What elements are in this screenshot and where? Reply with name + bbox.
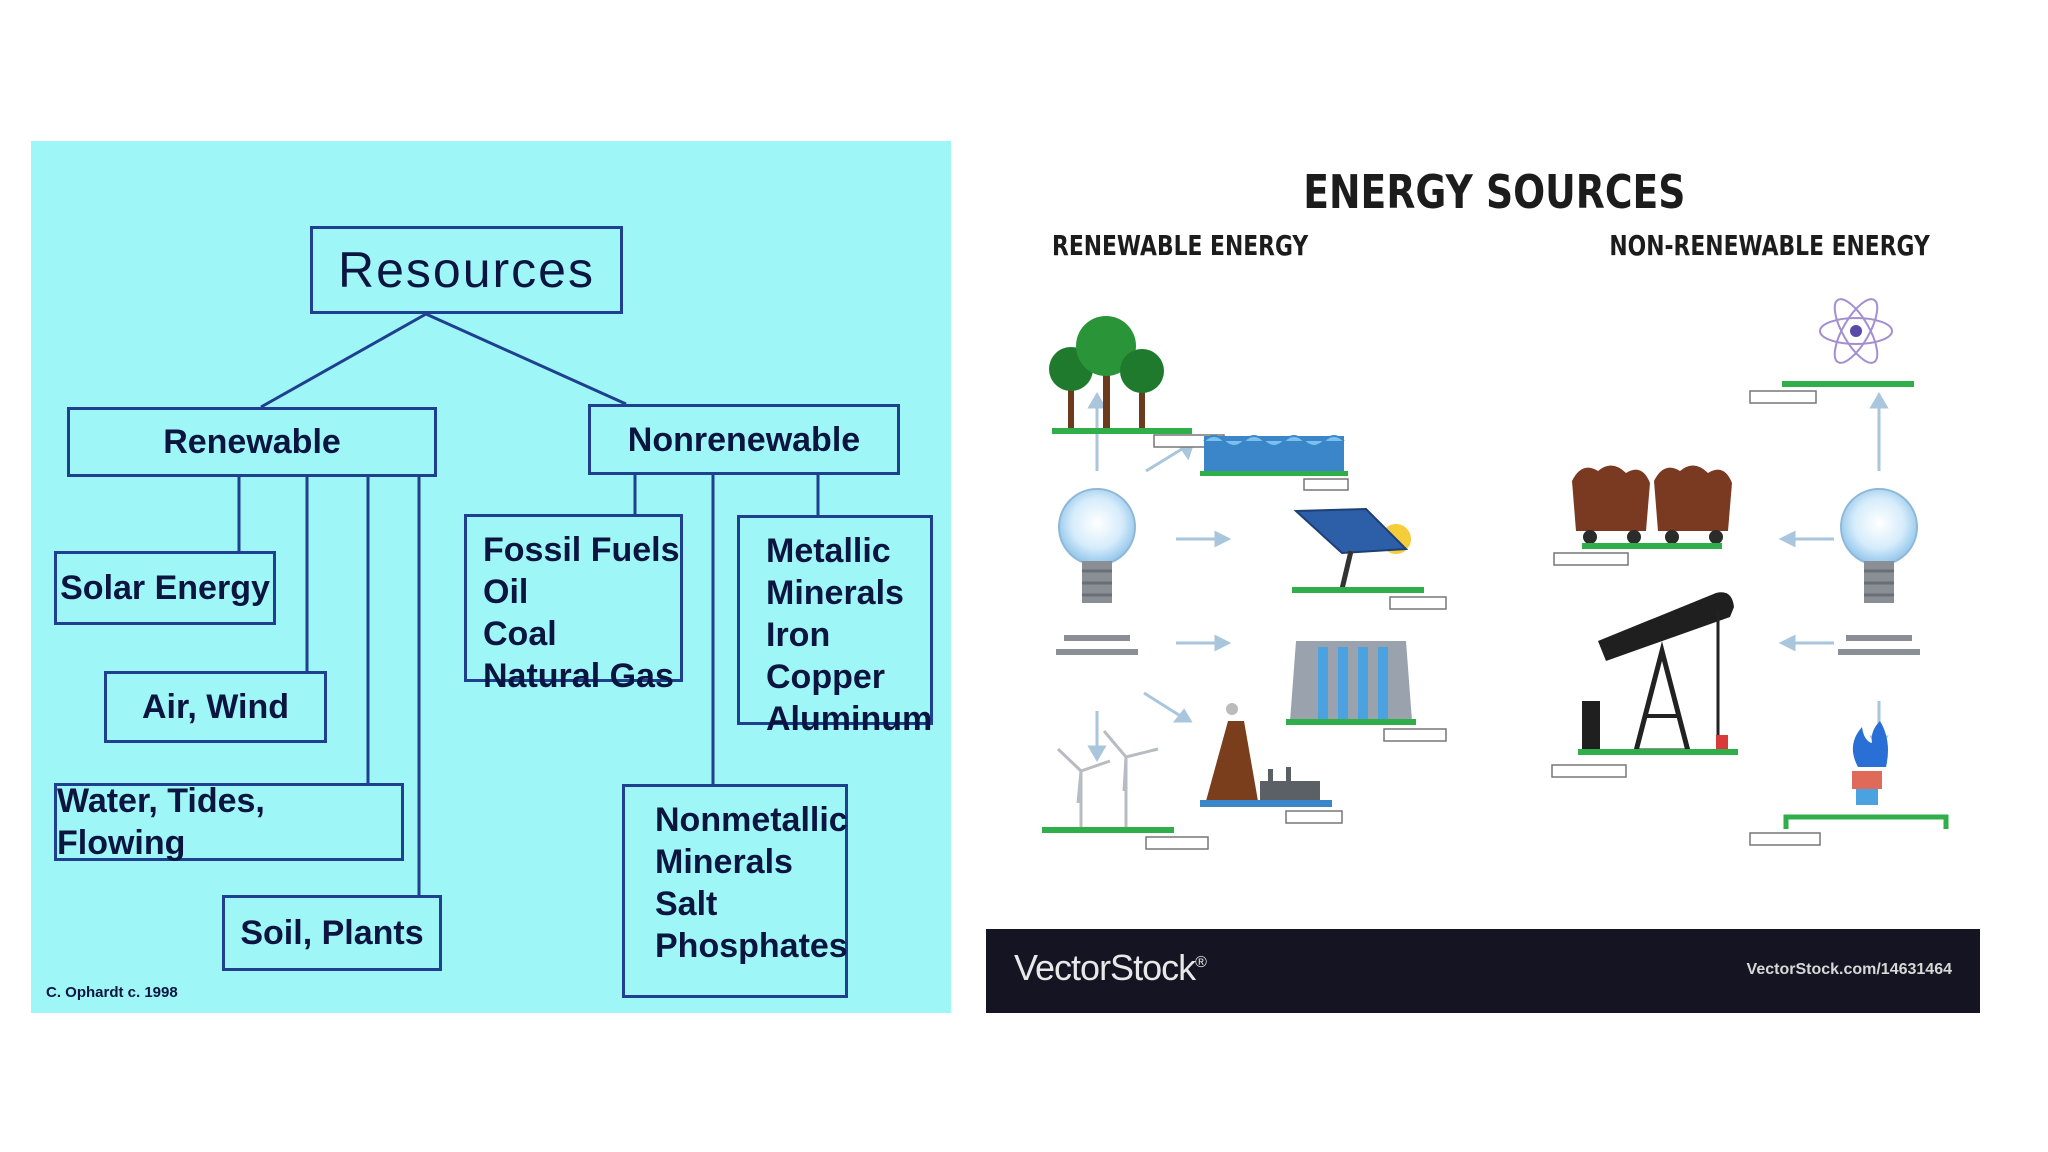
vectorstock-logo: VectorStock® — [1014, 947, 1207, 989]
metallic-minerals-box: Metallic Minerals Iron Copper Aluminum — [737, 515, 933, 738]
minerals-line: Minerals — [766, 574, 904, 612]
resources-root-label: Resources — [338, 242, 595, 298]
oil-line: Oil — [483, 573, 529, 611]
oil-pump-icon — [1551, 592, 1738, 778]
fossil-fuels-box: Fossil Fuels Oil Coal Natural Gas — [464, 514, 683, 695]
solar-panel-icon — [1292, 507, 1447, 610]
fossil-fuels-line: Fossil Fuels — [483, 531, 680, 569]
salt-line: Salt — [655, 885, 718, 923]
soil-plants-label: Soil, Plants — [240, 914, 424, 952]
energy-title: ENERGY SOURCES — [1303, 165, 1686, 219]
renewable-label: Renewable — [163, 423, 341, 461]
vectorstock-brand-name: VectorStock — [1014, 947, 1196, 988]
wind-turbine-icon — [1042, 730, 1209, 850]
soil-plants-box: Soil, Plants — [222, 895, 442, 971]
solar-energy-label: Solar Energy — [60, 569, 270, 607]
water-tides-box: Water, Tides, Flowing — [54, 782, 404, 862]
iron-line: Iron — [766, 616, 831, 654]
renewable-box: Renewable — [67, 407, 437, 477]
gas-flame-icon — [1749, 721, 1949, 846]
vectorstock-brand-mark: ® — [1195, 954, 1207, 971]
copper-line: Copper — [766, 658, 885, 696]
nonrenewable-box: Nonrenewable — [588, 404, 900, 475]
resources-diagram: Resources Renewable Nonrenewable Solar E… — [31, 141, 951, 1013]
nonmetallic-minerals-line: Minerals — [655, 843, 793, 881]
renewable-energy-heading: RENEWABLE ENERGY — [1052, 229, 1309, 262]
energy-illustrations — [1042, 298, 1949, 850]
light-bulb-icon — [1056, 488, 1138, 655]
solar-energy-box: Solar Energy — [54, 551, 276, 625]
natural-gas-line: Natural Gas — [483, 657, 674, 695]
air-wind-box: Air, Wind — [104, 671, 327, 743]
nonmetallic-minerals-box: Nonmetallic Minerals Salt Phosphates — [622, 784, 848, 998]
tree-connectors — [237, 312, 820, 895]
air-wind-label: Air, Wind — [141, 688, 290, 726]
energy-sources-infographic: ENERGY SOURCES RENEWABLE ENERGY NON-RENE… — [986, 141, 1980, 1013]
atom-icon — [1749, 298, 1914, 404]
water-waves-icon — [1200, 435, 1349, 491]
vectorstock-url: VectorStock.com/14631464 — [1746, 961, 1952, 978]
coal-cart-icon — [1553, 465, 1732, 566]
nonrenewable-energy-heading: NON-RENEWABLE ENERGY — [1609, 229, 1930, 262]
nonrenewable-label: Nonrenewable — [627, 420, 861, 459]
trees-icon — [1049, 316, 1225, 448]
metallic-line: Metallic — [766, 532, 891, 570]
nonmetallic-line: Nonmetallic — [655, 801, 848, 839]
aluminum-line: Aluminum — [766, 700, 933, 738]
water-tides-label: Water, Tides, Flowing — [57, 782, 265, 862]
coal-line: Coal — [483, 615, 557, 653]
phosphates-line: Phosphates — [655, 927, 848, 965]
vectorstock-footer: VectorStock® VectorStock.com/14631464 — [986, 929, 1980, 1013]
light-bulb-icon — [1838, 488, 1920, 655]
resources-root-box: Resources — [310, 226, 623, 314]
hydro-dam-icon — [1286, 641, 1447, 742]
diagram-credit: C. Ophardt c. 1998 — [46, 984, 178, 1001]
geothermal-icon — [1200, 703, 1343, 824]
